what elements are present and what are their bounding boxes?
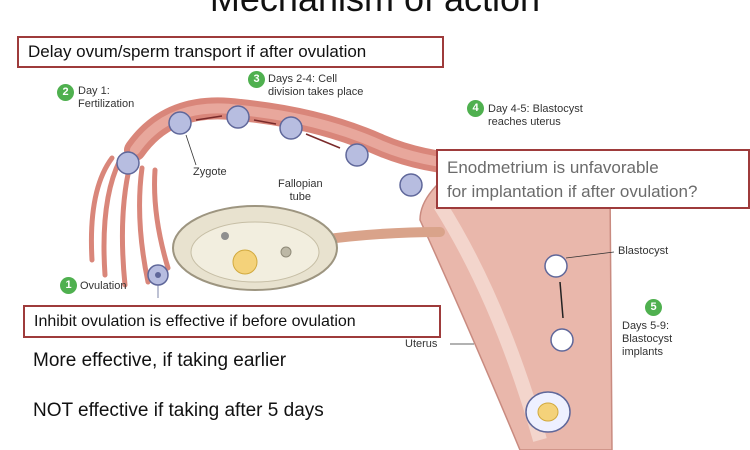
four-cell-stage xyxy=(279,116,303,140)
slide-title: Mechanism of action xyxy=(0,0,750,20)
morula-stage xyxy=(345,143,369,167)
delay-transport-callout: Delay ovum/sperm transport if after ovul… xyxy=(17,36,444,68)
follicle xyxy=(232,249,258,275)
more-effective-note: More effective, if taking earlier xyxy=(33,350,287,371)
fertilized-ovum xyxy=(116,151,140,175)
late-morula-stage xyxy=(399,173,423,197)
zygote-label: Zygote xyxy=(193,166,227,178)
blastocyst-label: Blastocyst xyxy=(618,245,669,257)
step-3-label: Days 2-4: Cell division takes place xyxy=(268,73,364,98)
step-4-label: Day 4-5: Blastocyst reaches uterus xyxy=(488,103,583,128)
follicle-small-2 xyxy=(280,246,292,258)
step-3-badge: 3 xyxy=(248,71,265,88)
blastocyst xyxy=(544,254,568,278)
inhibit-ovulation-callout: Inhibit ovulation is effective if before… xyxy=(23,305,441,338)
path-arrow-3 xyxy=(305,133,341,149)
ovarian-ligament xyxy=(315,227,445,245)
follicle-small xyxy=(221,232,229,240)
step-1-badge: 1 xyxy=(60,277,77,294)
fimbriae xyxy=(88,155,171,288)
two-cell-stage xyxy=(226,105,250,129)
ovary-inner xyxy=(190,221,320,283)
step-5-label: Days 5-9: Blastocyst implants xyxy=(622,320,673,358)
zygote-cell xyxy=(168,111,192,135)
implanting-blastocyst xyxy=(550,328,574,352)
endometrium-callout: Enodmetrium is unfavorable for implantat… xyxy=(436,149,750,209)
step-4-badge: 4 xyxy=(467,100,484,117)
not-effective-note: NOT effective if taking after 5 days xyxy=(33,400,324,421)
uterus-label: Uterus xyxy=(405,338,438,350)
step-2-badge: 2 xyxy=(57,84,74,101)
endometrium-callout-line-1: Enodmetrium is unfavorable xyxy=(447,158,659,177)
path-arrow-2 xyxy=(253,119,277,125)
step-5-badge: 5 xyxy=(645,299,662,316)
path-arrow-1 xyxy=(195,115,223,121)
step-2-label: Day 1: Fertilization xyxy=(78,85,135,110)
endometrium-callout-line-2: for implantation if after ovulation? xyxy=(447,182,698,201)
step-1-label: Ovulation xyxy=(80,280,127,292)
fallopian-tube-label: Fallopian tube xyxy=(278,178,323,203)
